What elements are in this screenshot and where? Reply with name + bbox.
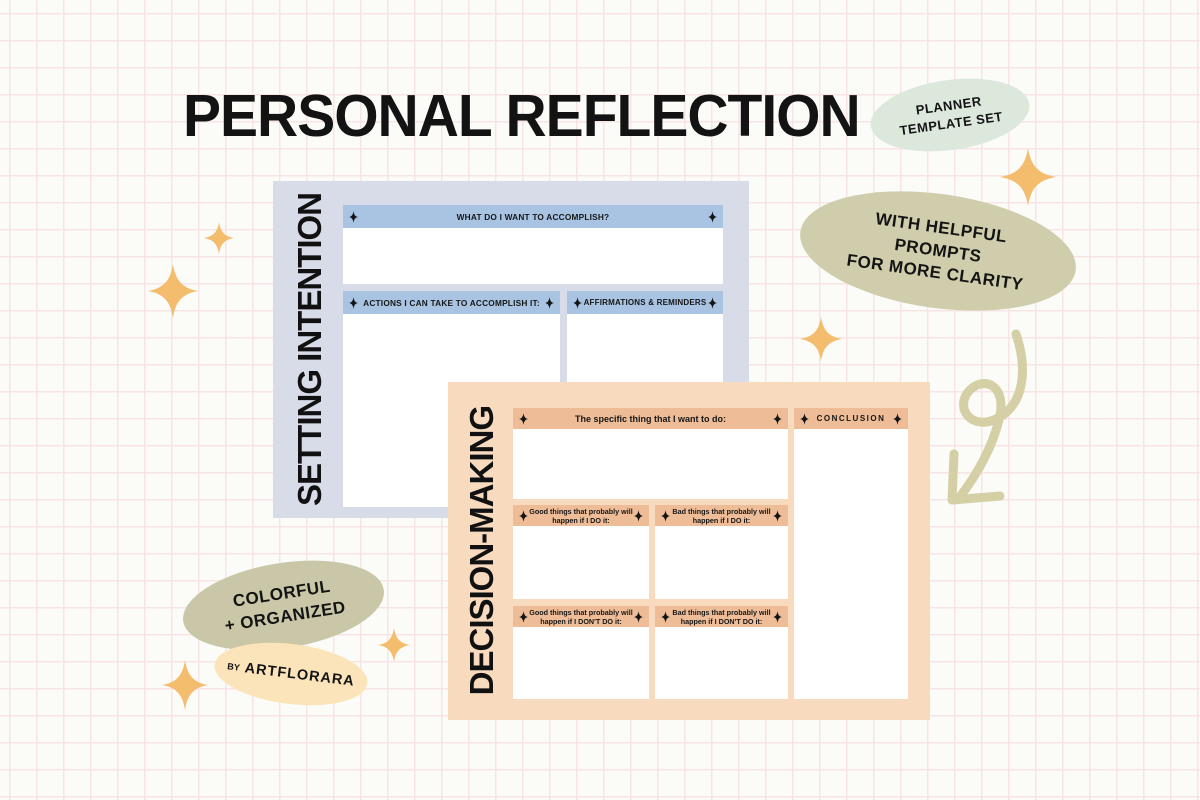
section-header-accomplish: WHAT DO I WANT TO ACCOMPLISH? bbox=[343, 205, 723, 228]
writing-area-bad-do bbox=[655, 526, 788, 599]
sparkle-icon bbox=[148, 264, 198, 318]
sparkle-icon bbox=[800, 317, 842, 361]
sparkle-icon bbox=[634, 610, 643, 623]
section-header-label: CONCLUSION bbox=[816, 414, 886, 423]
writing-area-good-do bbox=[513, 526, 649, 599]
section-header-label: AFFIRMATIONS & REMINDERS bbox=[583, 298, 707, 307]
sparkle-icon bbox=[708, 210, 717, 223]
sparkle-icon bbox=[773, 412, 782, 425]
section-header-label: ACTIONS I CAN TAKE TO ACCOMPLISH IT: bbox=[363, 297, 540, 308]
writing-area-conclusion bbox=[794, 429, 908, 699]
section-header-label: Bad things that probably will happen if … bbox=[672, 506, 771, 525]
section-header-specific: The specific thing that I want to do: bbox=[513, 408, 788, 429]
decision-making-title-gutter: DECISION-MAKING bbox=[448, 382, 514, 720]
author-prefix: BY bbox=[226, 661, 241, 673]
page-title: PERSONAL REFLECTION bbox=[183, 83, 861, 150]
sparkle-icon bbox=[519, 412, 528, 425]
section-header-affirmations: AFFIRMATIONS & REMINDERS bbox=[567, 291, 723, 314]
section-header-label: The specific thing that I want to do: bbox=[575, 413, 726, 424]
setting-intention-vertical-title: SETTING INTENTION bbox=[290, 193, 328, 506]
section-header-conclusion: CONCLUSION bbox=[794, 408, 908, 429]
sparkle-icon bbox=[162, 660, 208, 710]
decision-making-vertical-title: DECISION-MAKING bbox=[462, 406, 500, 696]
author-sticker: BY ARTFLORARA bbox=[210, 634, 372, 714]
writing-area-specific bbox=[513, 429, 788, 499]
writing-area-accomplish bbox=[343, 228, 723, 284]
sparkle-icon bbox=[800, 412, 809, 425]
section-header-label: Good things that probably will happen if… bbox=[529, 506, 633, 525]
sparkle-icon bbox=[519, 610, 528, 623]
section-header-label: Good things that probably will happen if… bbox=[529, 607, 633, 626]
section-header-label: Bad things that probably will happen if … bbox=[672, 607, 771, 626]
sparkle-icon bbox=[545, 296, 554, 309]
sparkle-icon bbox=[349, 210, 358, 223]
writing-area-good-dont bbox=[513, 627, 649, 699]
sparkle-icon bbox=[204, 222, 234, 254]
section-header-actions: ACTIONS I CAN TAKE TO ACCOMPLISH IT: bbox=[343, 291, 560, 314]
sparkle-icon bbox=[378, 628, 410, 662]
sparkle-icon bbox=[773, 509, 782, 522]
decision-making-content: The specific thing that I want to do: Go… bbox=[513, 408, 908, 699]
sparkle-icon bbox=[661, 610, 670, 623]
sparkle-icon bbox=[1000, 148, 1056, 206]
decision-making-template: DECISION-MAKING The specific thing that … bbox=[448, 382, 930, 720]
sparkle-icon bbox=[893, 412, 902, 425]
section-header-bad-dont: Bad things that probably will happen if … bbox=[655, 606, 788, 627]
section-header-good-dont: Good things that probably will happen if… bbox=[513, 606, 649, 627]
section-header-good-do: Good things that probably will happen if… bbox=[513, 505, 649, 526]
sparkle-icon bbox=[519, 509, 528, 522]
writing-area-bad-dont bbox=[655, 627, 788, 699]
setting-intention-title-gutter: SETTING INTENTION bbox=[273, 181, 345, 518]
curved-arrow-icon bbox=[938, 328, 1053, 533]
sparkle-icon bbox=[349, 296, 358, 309]
sparkle-icon bbox=[634, 509, 643, 522]
sparkle-icon bbox=[661, 509, 670, 522]
sparkle-icon bbox=[708, 296, 717, 309]
section-header-label: WHAT DO I WANT TO ACCOMPLISH? bbox=[456, 211, 610, 222]
author-name: ARTFLORARA bbox=[243, 660, 356, 690]
sparkle-icon bbox=[573, 296, 582, 309]
section-header-bad-do: Bad things that probably will happen if … bbox=[655, 505, 788, 526]
sparkle-icon bbox=[773, 610, 782, 623]
